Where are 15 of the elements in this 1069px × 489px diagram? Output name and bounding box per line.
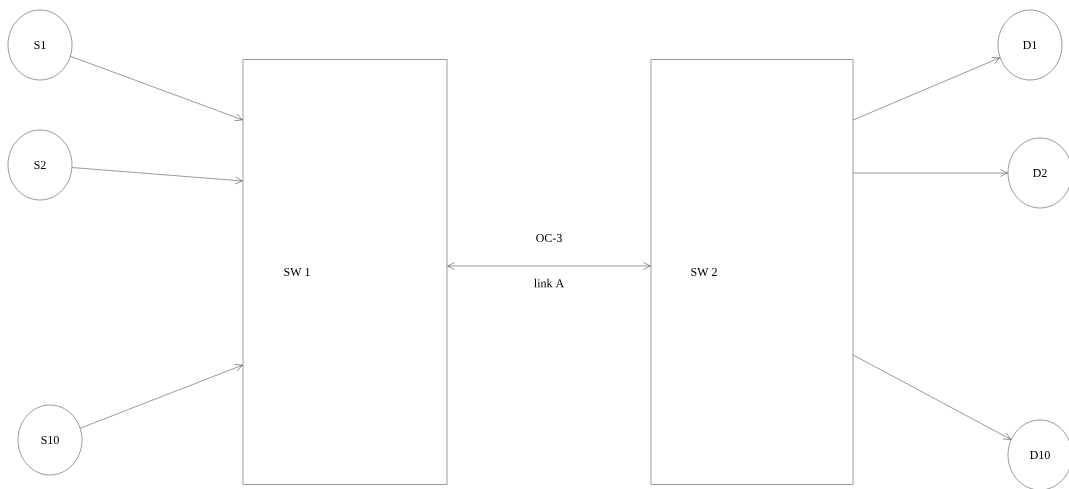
arrow (447, 262, 651, 270)
arrow (70, 56, 243, 121)
switch-box: SW 2 (650, 59, 854, 485)
link-name: link A (532, 277, 566, 289)
circle-node: S10 (17, 404, 83, 476)
switch-box: SW 1 (242, 59, 448, 485)
arrow (853, 354, 1011, 440)
circle-node: D1 (997, 9, 1063, 81)
arrow (71, 167, 243, 185)
arrow (853, 169, 1008, 177)
edge-label: OC-3 (534, 232, 564, 244)
circle-node: S2 (7, 129, 73, 201)
circle-node: S1 (7, 9, 73, 81)
arrow (853, 57, 1000, 121)
arrow (80, 364, 243, 429)
